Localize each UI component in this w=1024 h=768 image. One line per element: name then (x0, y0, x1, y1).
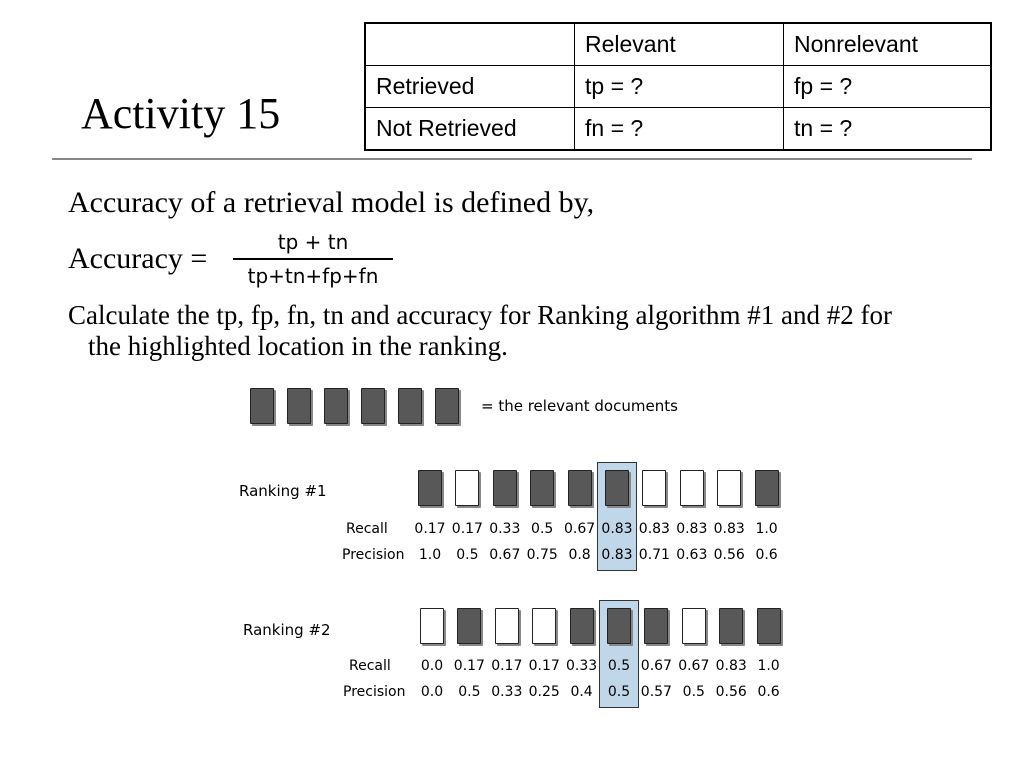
precision-value: 0.6 (755, 547, 778, 563)
instruction-line-2: the highlighted location in the ranking. (88, 331, 508, 361)
recall-value: 0.83 (601, 521, 633, 537)
recall-value: 0.0 (420, 658, 444, 674)
title-divider (52, 158, 972, 160)
precision-value: 0.71 (638, 547, 670, 563)
recall-value: 1.0 (755, 521, 778, 537)
precision-value: 0.25 (528, 684, 560, 700)
confusion-matrix-table: Relevant Nonrelevant Retrieved tp = ? fp… (364, 22, 992, 151)
table-row: Not Retrieved fn = ? tn = ? (364, 107, 992, 151)
relevant-document-icon (719, 608, 744, 644)
precision-label: Precision (342, 547, 405, 563)
accuracy-formula: tp + tn tp+tn+fp+fn (233, 228, 393, 290)
precision-value: 1.0 (418, 547, 442, 563)
table-cell: fn = ? (574, 107, 784, 151)
recall-value: 0.67 (640, 658, 672, 674)
relevant-document-icon (250, 388, 274, 424)
nonrelevant-document-icon (420, 608, 444, 644)
table-cell: fp = ? (783, 65, 992, 108)
relevant-document-icon (457, 608, 482, 644)
recall-value: 0.67 (564, 521, 596, 537)
precision-value: 0.8 (568, 547, 591, 563)
precision-value: 0.0 (420, 684, 444, 700)
precision-value: 0.63 (676, 547, 708, 563)
precision-value: 0.5 (456, 547, 479, 563)
recall-value: 0.17 (491, 658, 523, 674)
precision-value: 0.5 (607, 684, 631, 700)
table-cell: tn = ? (783, 107, 992, 151)
recall-value: 0.83 (713, 521, 745, 537)
recall-value: 0.83 (638, 521, 670, 537)
precision-value: 0.67 (489, 547, 521, 563)
nonrelevant-document-icon (494, 608, 519, 644)
relevant-document-icon (605, 470, 629, 506)
relevant-document-icon (644, 608, 669, 644)
table-header-cell (364, 22, 575, 66)
precision-value: 0.33 (491, 684, 523, 700)
recall-value: 0.33 (566, 658, 598, 674)
recall-value: 0.83 (715, 658, 747, 674)
table-cell: Not Retrieved (364, 107, 575, 151)
recall-value: 0.5 (607, 658, 631, 674)
relevant-document-icon (398, 388, 422, 424)
fraction-bar (233, 258, 393, 260)
ranking-label: Ranking #1 (239, 482, 327, 500)
recall-label: Recall (349, 658, 391, 674)
precision-value: 0.56 (715, 684, 747, 700)
precision-value: 0.6 (757, 684, 780, 700)
slide-title: Activity 15 (81, 89, 281, 138)
relevant-document-icon (435, 388, 459, 424)
ranking-label: Ranking #2 (243, 621, 331, 639)
precision-value: 0.83 (601, 547, 633, 563)
table-header-row: Relevant Nonrelevant (364, 22, 992, 66)
precision-label: Precision (343, 684, 406, 700)
recall-value: 0.83 (676, 521, 708, 537)
nonrelevant-document-icon (717, 470, 742, 506)
formula-denominator: tp+tn+fp+fn (247, 264, 379, 288)
relevant-document-icon (324, 388, 348, 424)
legend-text: = the relevant documents (481, 397, 678, 415)
recall-value: 0.17 (451, 521, 483, 537)
instruction-line-1: Calculate the tp, fp, fn, tn and accurac… (68, 300, 892, 330)
relevant-document-icon (418, 470, 442, 506)
accuracy-definition-text: Accuracy of a retrieval model is defined… (68, 186, 595, 219)
relevant-document-icon (492, 470, 517, 506)
table-header-cell: Nonrelevant (783, 22, 992, 66)
nonrelevant-document-icon (455, 470, 480, 506)
nonrelevant-document-icon (681, 608, 706, 644)
precision-value: 0.5 (458, 684, 481, 700)
recall-value: 0.17 (528, 658, 560, 674)
recall-value: 0.17 (453, 658, 485, 674)
recall-value: 0.33 (489, 521, 521, 537)
recall-value: 1.0 (757, 658, 780, 674)
nonrelevant-document-icon (642, 470, 667, 506)
relevant-document-icon (567, 470, 592, 506)
precision-value: 0.5 (682, 684, 705, 700)
accuracy-label: Accuracy = (68, 242, 208, 275)
precision-value: 0.57 (640, 684, 672, 700)
recall-value: 0.5 (531, 521, 554, 537)
table-row: Retrieved tp = ? fp = ? (364, 65, 992, 108)
relevant-document-icon (569, 608, 594, 644)
relevant-document-icon (287, 388, 311, 424)
relevant-document-icon (607, 608, 631, 644)
table-header-cell: Relevant (574, 22, 784, 66)
table-cell: Retrieved (364, 65, 575, 108)
nonrelevant-document-icon (679, 470, 704, 506)
formula-numerator: tp + tn (277, 230, 349, 254)
precision-value: 0.56 (713, 547, 745, 563)
recall-value: 0.17 (414, 521, 446, 537)
relevant-document-icon (756, 608, 781, 644)
recall-value: 0.67 (678, 658, 710, 674)
relevant-document-icon (754, 470, 779, 506)
recall-label: Recall (346, 521, 388, 537)
relevant-document-icon (361, 388, 385, 424)
precision-value: 0.75 (526, 547, 558, 563)
nonrelevant-document-icon (532, 608, 557, 644)
table-cell: tp = ? (574, 65, 784, 108)
precision-value: 0.4 (570, 684, 593, 700)
relevant-document-icon (530, 470, 555, 506)
